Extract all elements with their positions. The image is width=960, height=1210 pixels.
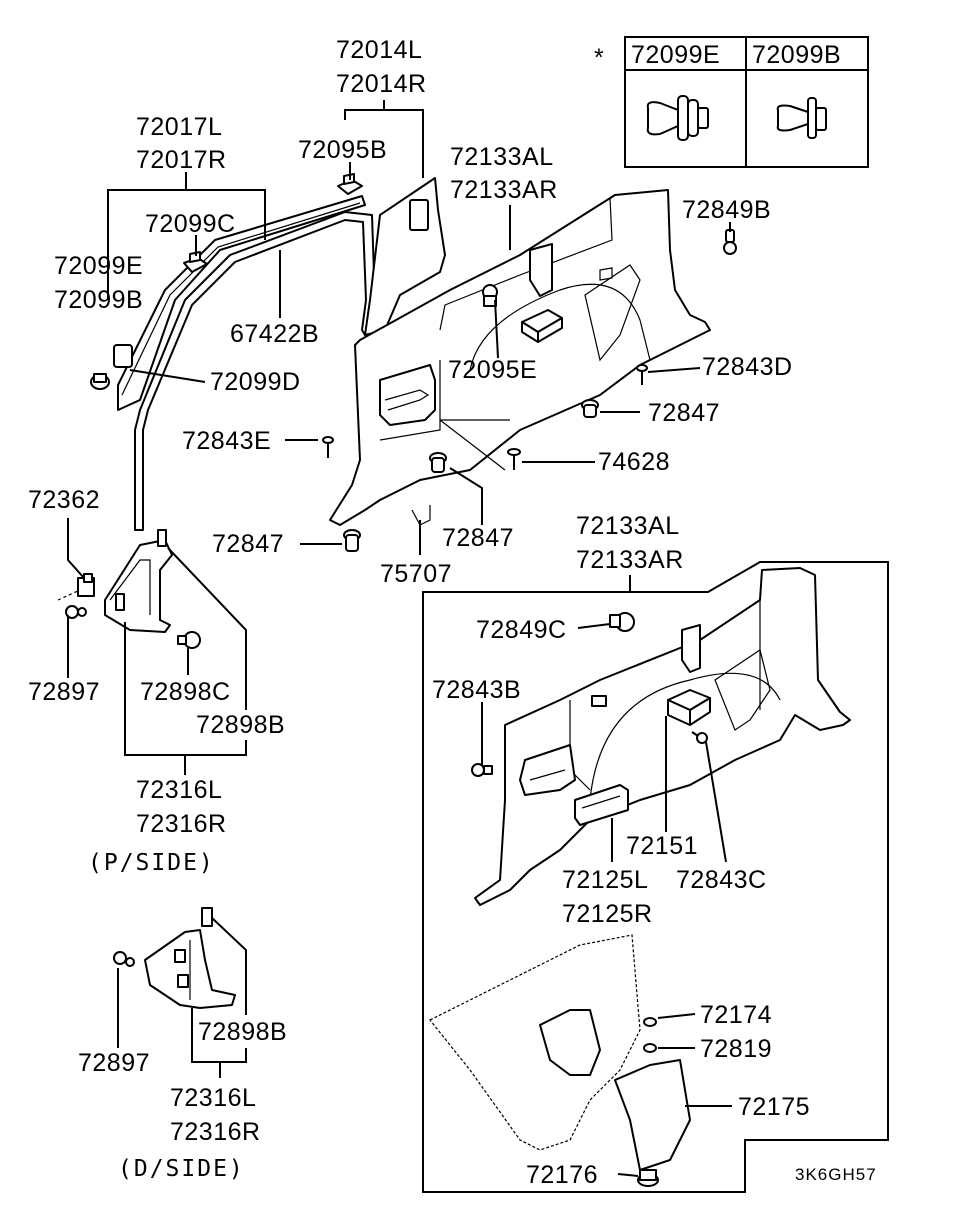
label-74628: 74628: [598, 448, 670, 476]
label-72014L: 72014L: [336, 36, 422, 64]
label-72176: 72176: [526, 1161, 598, 1189]
label-72125R: 72125R: [562, 900, 653, 928]
fastener-icon: [177, 631, 201, 649]
pillar-bracket-d-side: [113, 907, 236, 1009]
fastener-icon: [343, 529, 361, 552]
fastener-icon: [723, 229, 737, 255]
label-72362: 72362: [28, 486, 100, 514]
clip-icon: [646, 95, 709, 141]
label-72847-left: 72847: [212, 530, 284, 558]
label-72175: 72175: [738, 1093, 810, 1121]
label-72897-top: 72897: [28, 678, 100, 706]
label-p-side: (P/SIDE): [88, 850, 215, 876]
fastener-icon: [429, 452, 447, 473]
label-72819: 72819: [700, 1035, 772, 1063]
screw-icon: [691, 731, 708, 744]
label-72099D: 72099D: [210, 368, 301, 396]
label-72316R-bottom: 72316R: [170, 1118, 261, 1146]
label-72898C: 72898C: [140, 678, 231, 706]
label-72133AL-box: 72133AL: [576, 512, 680, 540]
pillar-bracket-p-side: [65, 529, 201, 649]
label-72133AR-top: 72133AR: [450, 176, 558, 204]
label-72316L-bottom: 72316L: [170, 1084, 256, 1112]
legend-header-left: 72099E: [631, 41, 720, 69]
label-72847-mid: 72847: [442, 524, 514, 552]
legend-asterisk: *: [594, 44, 604, 72]
diagram-code: 3K6GH57: [795, 1165, 877, 1184]
label-72099B: 72099B: [54, 286, 143, 314]
label-72898B-top: 72898B: [196, 711, 285, 739]
label-72099E: 72099E: [54, 252, 143, 280]
label-72843C: 72843C: [676, 866, 767, 894]
screw-icon: [113, 951, 135, 967]
clip-icon: [77, 573, 95, 597]
quarter-trim-upper: [329, 177, 711, 526]
label-72174: 72174: [700, 1001, 772, 1029]
label-72316L-top: 72316L: [136, 776, 222, 804]
label-72014R: 72014R: [336, 70, 427, 98]
label-72125L: 72125L: [562, 866, 648, 894]
label-75707: 75707: [380, 560, 452, 588]
label-72843B: 72843B: [432, 676, 521, 704]
leader-lines: [57, 100, 732, 1177]
fastener-icon: [643, 1017, 657, 1053]
label-72849B: 72849B: [682, 196, 771, 224]
label-72133AR-box: 72133AR: [576, 546, 684, 574]
legend-header-right: 72099B: [752, 41, 841, 69]
label-72095E: 72095E: [448, 356, 537, 384]
label-72898B-bottom: 72898B: [198, 1018, 287, 1046]
fastener-icon: [609, 612, 635, 632]
fastener-icon: [90, 373, 110, 390]
label-72843D: 72843D: [702, 353, 793, 381]
label-72099C: 72099C: [145, 210, 236, 238]
clip-icon: [776, 97, 827, 139]
screw-icon: [507, 448, 521, 470]
clip-icon: [183, 251, 208, 273]
screw-icon: [322, 436, 334, 458]
label-72316R-top: 72316R: [136, 810, 227, 838]
screw-icon: [636, 364, 648, 385]
fastener-icon: [482, 284, 498, 307]
label-d-side: (D/SIDE): [118, 1156, 245, 1182]
part-labels: 72014L 72014R 72017L 72017R 72095B 72099…: [28, 36, 877, 1189]
label-72897-bottom: 72897: [78, 1049, 150, 1077]
legend-table: * 72099E 72099B: [594, 36, 869, 168]
screw-icon: [471, 763, 493, 777]
fastener-icon: [637, 1169, 659, 1187]
label-72017L: 72017L: [136, 113, 222, 141]
quarter-trim-box: [422, 561, 889, 1193]
fastener-icon: [581, 399, 599, 418]
label-72017R: 72017R: [136, 146, 227, 174]
label-72133AL-top: 72133AL: [450, 143, 554, 171]
label-72849C: 72849C: [476, 616, 567, 644]
label-72151: 72151: [626, 832, 698, 860]
label-72095B: 72095B: [298, 136, 387, 164]
label-67422B: 67422B: [230, 320, 319, 348]
label-72847-right: 72847: [648, 399, 720, 427]
label-72843E: 72843E: [182, 427, 271, 455]
